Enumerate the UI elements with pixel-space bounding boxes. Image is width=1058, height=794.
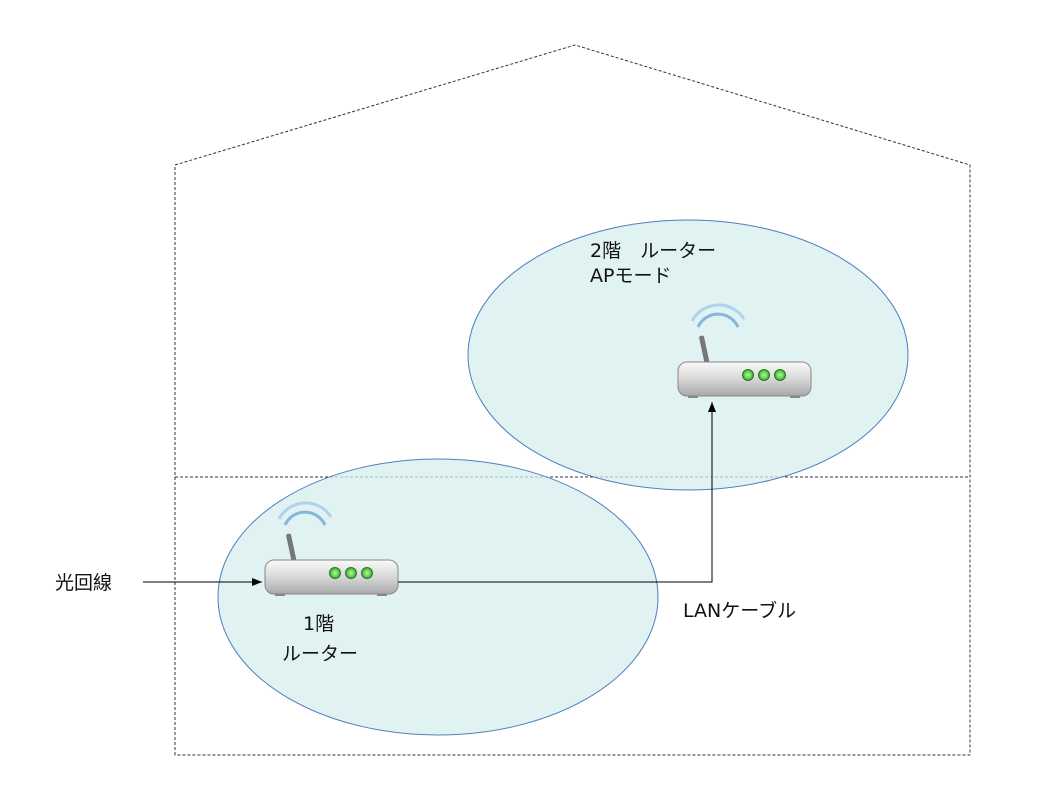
router2-label-line2: APモード — [590, 265, 671, 287]
house-outline — [174, 44, 971, 756]
house-walls — [174, 44, 971, 756]
router2-label-line1: 2階 ルーター — [590, 240, 716, 262]
fiber-line-label: 光回線 — [55, 572, 112, 594]
lan-cable-label: LANケーブル — [683, 599, 796, 622]
coverage-area-floor2 — [467, 219, 909, 491]
router1-floor-label: 1階 — [303, 613, 334, 635]
router1-name-label: ルーター — [282, 643, 358, 665]
lan-cable-line — [398, 402, 716, 583]
coverage-area-floor1 — [217, 458, 659, 736]
